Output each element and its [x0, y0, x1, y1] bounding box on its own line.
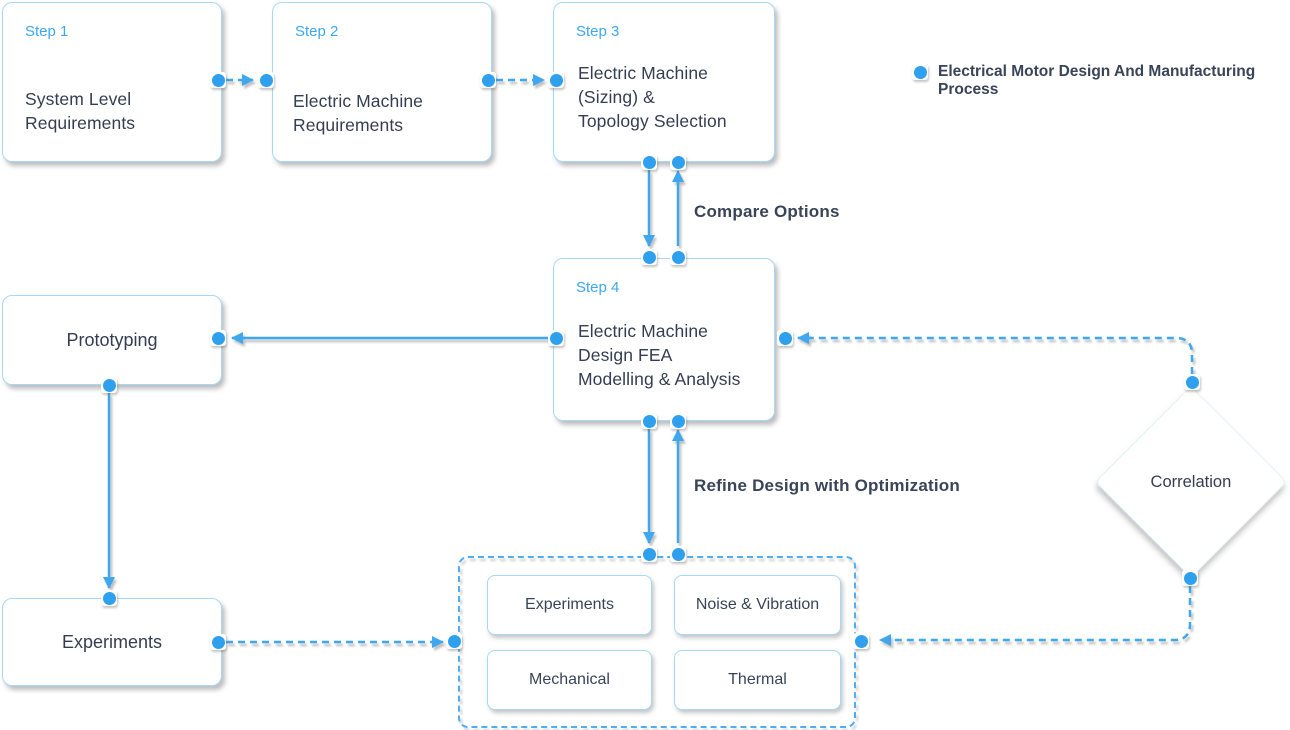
edge-correlation-to-step4[interactable]	[797, 332, 1194, 374]
handle-step4-bottom-right[interactable]	[670, 413, 686, 429]
node-experiments[interactable]: Experiments	[2, 598, 222, 686]
handle-experiments-top[interactable]	[101, 590, 117, 606]
group-item-mechanical-label: Mechanical	[529, 671, 610, 688]
group-item-thermal-label: Thermal	[728, 671, 787, 688]
handle-step4-right[interactable]	[777, 330, 793, 346]
step2-tag: Step 2	[295, 23, 339, 40]
edge-label-refine-design: Refine Design with Optimization	[694, 476, 960, 495]
handle-step1-right[interactable]	[210, 72, 226, 88]
step1-title: System Level Requirements	[25, 89, 136, 133]
group-item-mechanical[interactable]: Mechanical	[487, 650, 652, 710]
handle-step4-bottom-left[interactable]	[641, 413, 657, 429]
handle-group-top-left[interactable]	[641, 546, 657, 562]
legend-dot-icon	[912, 64, 928, 80]
legend-label: Electrical Motor Design And Manufacturin…	[938, 63, 1256, 98]
correlation-title: Correlation	[1150, 472, 1232, 491]
handle-step3-bottom-right[interactable]	[670, 154, 686, 170]
step1-tag: Step 1	[25, 23, 69, 40]
step2-title: Electric Machine Requirements	[293, 91, 423, 135]
node-step2[interactable]: Step 2 Electric Machine Requirements	[272, 2, 492, 162]
node-prototyping[interactable]: Prototyping	[2, 295, 222, 385]
handle-correlation-top[interactable]	[1184, 374, 1200, 390]
handle-step4-top-right[interactable]	[670, 249, 686, 265]
group-item-noise-vibration[interactable]: Noise & Vibration	[674, 575, 841, 635]
step3-title: Electric Machine (Sizing) & Topology Sel…	[578, 63, 727, 131]
handle-group-left[interactable]	[446, 633, 462, 649]
handle-step3-bottom-left[interactable]	[641, 154, 657, 170]
handle-experiments-right[interactable]	[210, 634, 226, 650]
step4-title: Electric Machine Design FEA Modelling & …	[578, 321, 741, 389]
edge-label-compare-options: Compare Options	[694, 202, 840, 221]
group-item-thermal[interactable]: Thermal	[674, 650, 841, 710]
step4-tag: Step 4	[576, 279, 620, 296]
handle-group-right[interactable]	[853, 633, 869, 649]
handle-correlation-bottom[interactable]	[1182, 570, 1198, 586]
node-step4[interactable]: Step 4 Electric Machine Design FEA Model…	[553, 258, 775, 421]
group-item-experiments-label: Experiments	[525, 596, 614, 613]
handle-prototyping-bottom[interactable]	[101, 377, 117, 393]
handle-step3-left[interactable]	[548, 72, 564, 88]
handle-prototyping-right[interactable]	[210, 330, 226, 346]
handle-step4-top-left[interactable]	[641, 249, 657, 265]
group-item-experiments[interactable]: Experiments	[487, 575, 652, 635]
prototyping-title: Prototyping	[66, 329, 158, 350]
handle-step2-right[interactable]	[480, 72, 496, 88]
edge-correlation-to-validation-group[interactable]	[879, 586, 1192, 646]
step3-tag: Step 3	[576, 23, 620, 40]
node-step3[interactable]: Step 3 Electric Machine (Sizing) & Topol…	[553, 2, 775, 162]
experiments-title: Experiments	[61, 631, 163, 652]
node-step1[interactable]: Step 1 System Level Requirements	[2, 2, 222, 162]
handle-step2-left[interactable]	[258, 72, 274, 88]
group-item-noise-vibration-label: Noise & Vibration	[695, 596, 820, 613]
handle-step4-left[interactable]	[548, 330, 564, 346]
handle-group-top-right[interactable]	[670, 546, 686, 562]
